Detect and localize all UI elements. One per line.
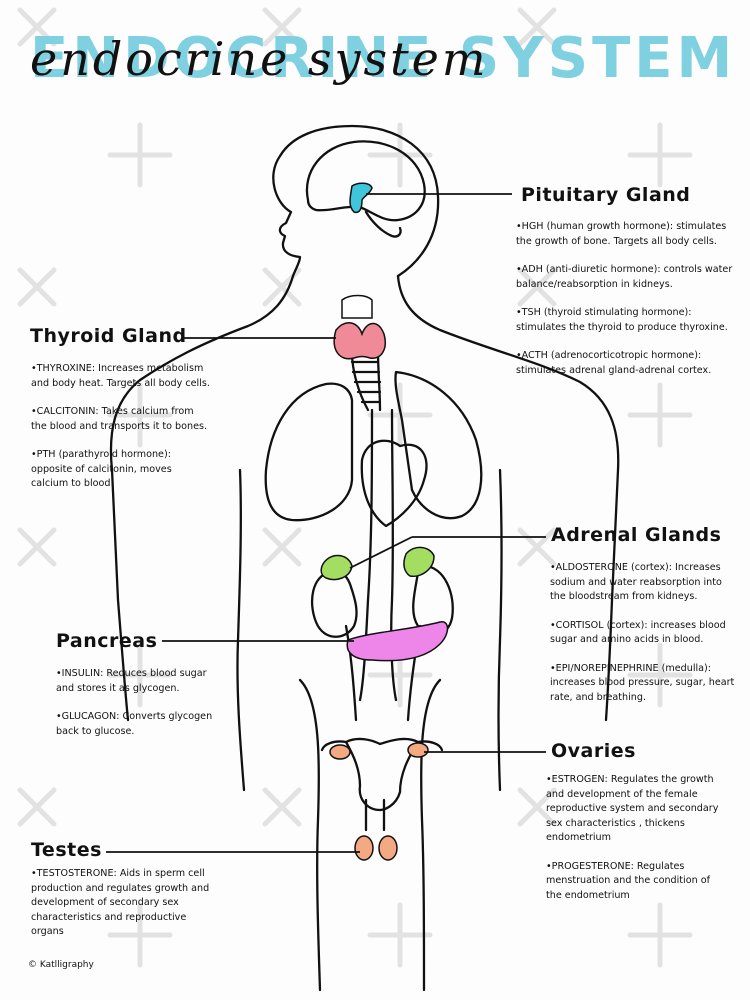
testes-heading: Testes [31, 839, 102, 861]
pituitary-hormone-hgh: •HGH (human growth hormone): stimulates … [516, 221, 727, 247]
head-outline [272, 124, 440, 278]
ovary-right [407, 742, 429, 758]
pituitary-description: •HGH (human growth hormone): stimulates … [516, 220, 738, 392]
testes-hormone-testosterone: •TESTOSTERONE: Aids in sperm cell produc… [31, 868, 210, 937]
kidney-left [310, 570, 358, 638]
thyroid-cartilage [341, 294, 373, 319]
thyroid-hormone-calcitonin: •CALCITONIN: Takes calcium from the bloo… [31, 406, 208, 432]
ovaries-hormone-estrogen: •ESTROGEN: Regulates the growth and deve… [546, 774, 719, 843]
uterus [344, 737, 420, 812]
thyroid-hormone-pth: •PTH (parathyroid hormone): opposite of … [31, 449, 172, 489]
ovaries-description: •ESTROGEN: Regulates the growth and deve… [546, 773, 726, 917]
pancreas-organ [346, 621, 449, 662]
body-outline-left [109, 274, 295, 722]
ovaries-hormone-progesterone: •PROGESTERONE: Regulates menstruation an… [546, 860, 710, 901]
lung-right [394, 370, 483, 520]
brain-outline [305, 140, 426, 222]
pituitary-gland [349, 182, 373, 214]
testes-description: •TESTOSTERONE: Aids in sperm cell produc… [31, 867, 211, 954]
title-script-letters: endocrine system [30, 32, 489, 86]
pancreas-hormone-glucagon: •GLUCAGON: Converts glycogen back to glu… [56, 711, 213, 737]
testis-left [354, 835, 374, 861]
adrenal-gland-right [403, 546, 435, 578]
poster-title: ENDOCRINE SYSTEM endocrine system [0, 22, 750, 102]
pituitary-hormone-adh: •ADH (anti-diuretic hormone): controls w… [516, 264, 733, 290]
adrenal-heading: Adrenal Glands [551, 524, 722, 546]
pancreas-description: •INSULIN: Reduces blood sugar and stores… [56, 667, 216, 753]
heart [360, 439, 428, 528]
pituitary-heading: Pituitary Gland [521, 184, 691, 206]
pancreas-heading: Pancreas [56, 630, 158, 652]
leader-line-adrenal-left [349, 536, 413, 569]
adrenal-hormone-epinephrine: •EPI/NOREPINEPHRINE (medulla): increases… [550, 662, 735, 703]
title-block-letters: ENDOCRINE SYSTEM [30, 26, 737, 91]
ovaries-heading: Ovaries [551, 740, 636, 762]
adrenal-description: •ALDOSTERONE (cortex): Increases sodium … [550, 561, 740, 719]
ovary-left [329, 744, 351, 760]
lung-left [264, 382, 354, 522]
pituitary-hormone-tsh: •TSH (thyroid stimulating hormone): stim… [516, 307, 728, 333]
thyroid-hormone-thyroxine: •THYROXINE: Increases metabolism and bod… [31, 363, 210, 389]
body-outline-right [396, 274, 620, 722]
pancreas-hormone-insulin: •INSULIN: Reduces blood sugar and stores… [56, 668, 207, 694]
adrenal-hormone-cortisol: •CORTISOL (cortex): increases blood suga… [550, 619, 726, 646]
thyroid-gland [333, 322, 386, 360]
thyroid-description: •THYROXINE: Increases metabolism and bod… [31, 362, 211, 506]
thyroid-heading: Thyroid Gland [30, 325, 187, 347]
pituitary-hormone-acth: •ACTH (adrenocorticotropic hormone): sti… [516, 350, 712, 376]
adrenal-gland-left [320, 554, 353, 581]
testis-right [378, 835, 398, 861]
adrenal-hormone-aldosterone: •ALDOSTERONE (cortex): Increases sodium … [550, 562, 722, 602]
credit: © Katlligraphy [28, 960, 94, 970]
